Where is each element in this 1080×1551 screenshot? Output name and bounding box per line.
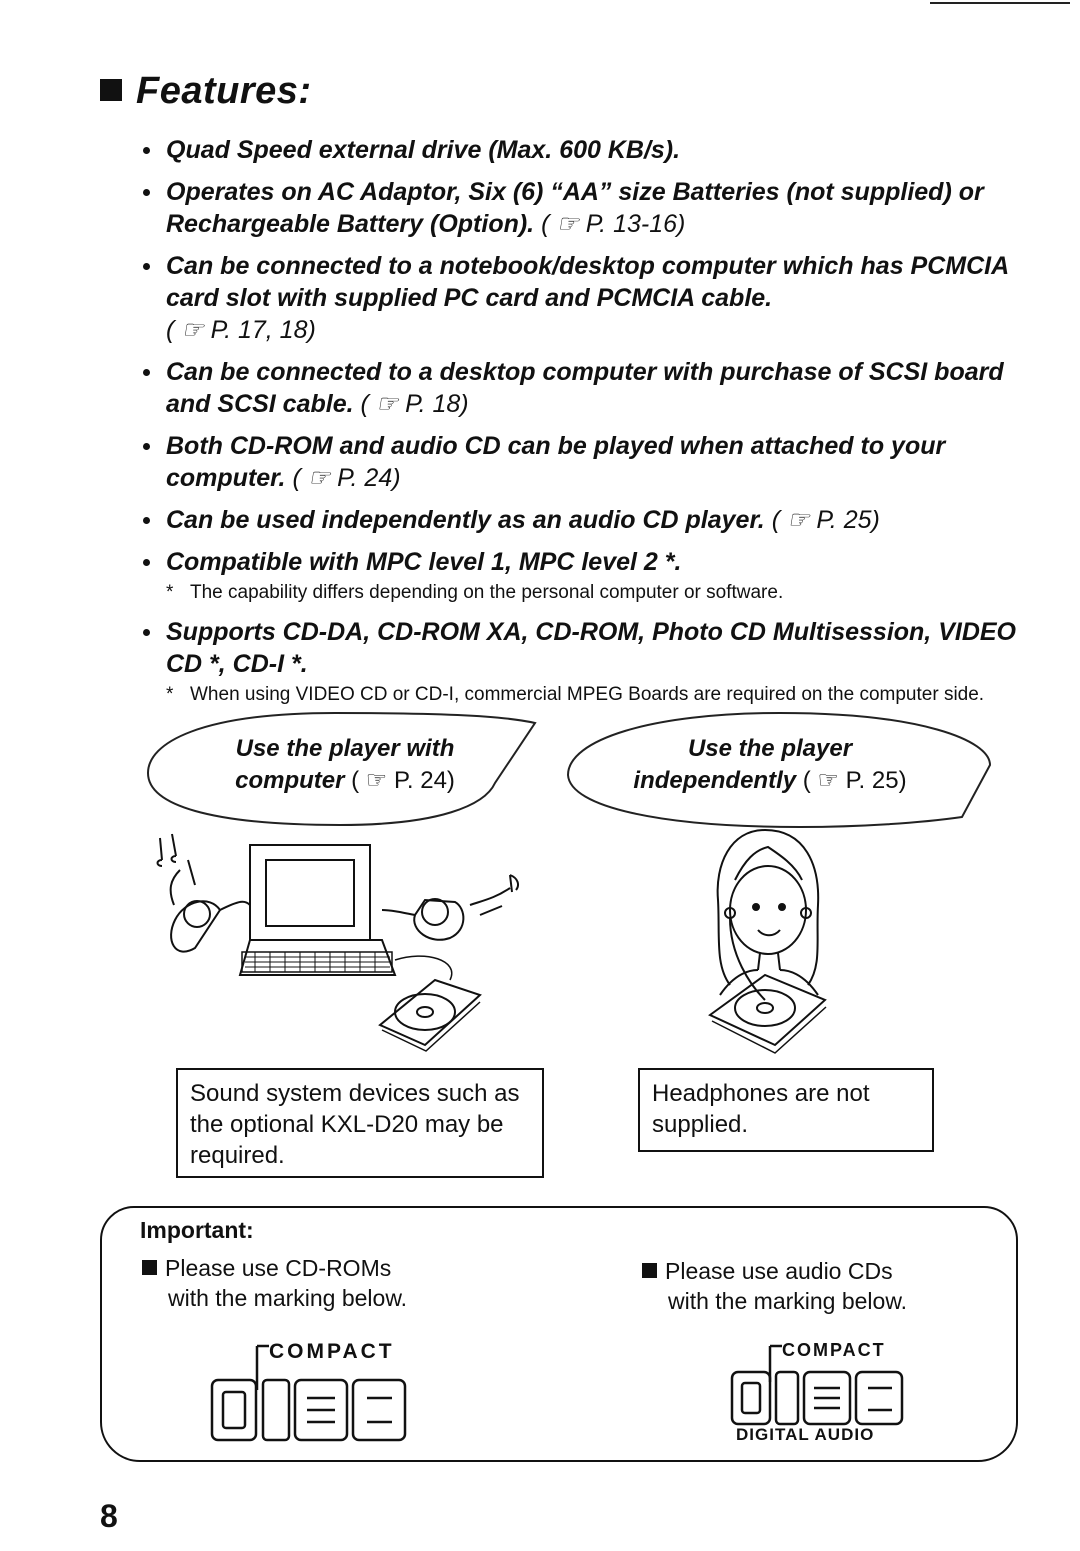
cd-player-icon xyxy=(708,973,827,1054)
feature-item: Supports CD-DA, CD-ROM XA, CD-ROM, Photo… xyxy=(140,616,1020,708)
feature-text: Can be used independently as an audio CD… xyxy=(166,506,765,534)
bubble-left-line1: Use the player with xyxy=(235,735,455,762)
speech-bubbles xyxy=(146,711,992,829)
feature-text: Supports CD-DA, CD-ROM XA, CD-ROM, Photo… xyxy=(166,618,1016,678)
logo-digital-audio-text: DIGITAL AUDIO xyxy=(736,1425,875,1444)
computer-illustration xyxy=(156,833,519,1052)
square-bullet-icon xyxy=(100,79,122,101)
asterisk-icon: * xyxy=(166,582,174,603)
disc-logo-icon xyxy=(730,1344,904,1426)
speech-bubble-right xyxy=(566,711,992,829)
square-bullet-icon xyxy=(642,1263,657,1278)
logo-compact-text: COMPACT xyxy=(269,1340,395,1363)
important-item-cdrom: Please use CD-ROMs with the marking belo… xyxy=(142,1253,407,1313)
caption-box-left: Sound system devices such as the optiona… xyxy=(176,1068,544,1178)
feature-text: Can be connected to a desktop computer w… xyxy=(166,358,1004,418)
music-notes-icon xyxy=(156,833,196,906)
section-heading-text: Features: xyxy=(136,70,312,112)
feature-text: Operates on AC Adaptor, Six (6) “AA” siz… xyxy=(166,178,984,238)
feature-item: Operates on AC Adaptor, Six (6) “AA” siz… xyxy=(140,176,1020,240)
disc-logo-icon xyxy=(210,1344,407,1442)
compact-disc-digital-audio-logo: COMPACT DIGITAL AUDIO xyxy=(720,1340,930,1452)
page-reference: ( ☞ P. 24) xyxy=(351,767,455,794)
page-reference: ( ☞ P. 25) xyxy=(771,506,880,534)
feature-item: Can be connected to a desktop computer w… xyxy=(140,356,1020,420)
person-icon xyxy=(716,829,820,996)
bubble-left-text: Use the player with computer ( ☞ P. 24) xyxy=(190,733,500,797)
important-right-line1: Please use audio CDs xyxy=(665,1258,893,1284)
feature-item: Both CD-ROM and audio CD can be played w… xyxy=(140,430,1020,494)
left-speaker-icon xyxy=(170,900,251,953)
important-left-line2: with the marking below. xyxy=(168,1285,408,1311)
square-bullet-icon xyxy=(142,1260,157,1275)
important-box xyxy=(100,1206,1018,1462)
cd-player-icon xyxy=(378,978,482,1052)
headphones-icon xyxy=(724,907,812,1001)
page-reference: ( ☞ P. 17, 18) xyxy=(166,316,316,344)
feature-text: Compatible with MPC level 1, MPC level 2… xyxy=(166,548,682,576)
bubble-right-line2: independently xyxy=(633,767,797,794)
top-rule xyxy=(930,2,1070,4)
laptop-icon xyxy=(238,844,397,976)
important-title: Important: xyxy=(140,1217,254,1243)
important-left-line1: Please use CD-ROMs xyxy=(165,1255,392,1281)
feature-text: Quad Speed external drive (Max. 600 KB/s… xyxy=(166,136,681,164)
footnote-text: The capability differs depending on the … xyxy=(190,582,784,603)
bubble-right-text: Use the player independently ( ☞ P. 25) xyxy=(590,733,950,797)
bubble-left-line2: computer xyxy=(235,767,345,794)
speech-bubble-left xyxy=(146,711,537,827)
footnote: * The capability differs depending on the… xyxy=(166,579,1020,606)
feature-text: Can be connected to a notebook/desktop c… xyxy=(166,252,1009,312)
caption-left-text: Sound system devices such as the optiona… xyxy=(190,1080,520,1169)
feature-list: Quad Speed external drive (Max. 600 KB/s… xyxy=(140,134,1020,718)
music-notes-icon xyxy=(469,874,519,916)
section-heading: Features: xyxy=(100,70,312,113)
logo-compact-text: COMPACT xyxy=(782,1340,886,1360)
feature-item: Quad Speed external drive (Max. 600 KB/s… xyxy=(140,134,1020,166)
feature-text: Both CD-ROM and audio CD can be played w… xyxy=(166,432,946,492)
page-reference: ( ☞ P. 25) xyxy=(802,767,907,794)
asterisk-icon: * xyxy=(166,684,174,705)
compact-disc-logo: COMPACT xyxy=(207,1340,427,1450)
bubble-right-line1: Use the player xyxy=(687,735,853,762)
important-item-audio: Please use audio CDs with the marking be… xyxy=(642,1256,907,1316)
important-right-line2: with the marking below. xyxy=(668,1288,908,1314)
feature-item: Can be used independently as an audio CD… xyxy=(140,504,1020,536)
page-reference: ( ☞ P. 13-16) xyxy=(541,210,686,238)
footnote-text: When using VIDEO CD or CD-I, commercial … xyxy=(190,684,985,705)
page-reference: ( ☞ P. 18) xyxy=(360,390,469,418)
feature-item: Can be connected to a notebook/desktop c… xyxy=(140,250,1020,346)
caption-box-right: Headphones are not supplied. xyxy=(638,1068,934,1152)
feature-item: Compatible with MPC level 1, MPC level 2… xyxy=(140,546,1020,606)
page-number: 8 xyxy=(100,1498,118,1534)
caption-right-text: Headphones are not supplied. xyxy=(652,1080,870,1138)
page-reference: ( ☞ P. 24) xyxy=(292,464,401,492)
person-illustration xyxy=(708,829,827,1054)
footnote: * When using VIDEO CD or CD-I, commercial… xyxy=(166,681,1020,708)
right-speaker-icon xyxy=(381,898,465,941)
